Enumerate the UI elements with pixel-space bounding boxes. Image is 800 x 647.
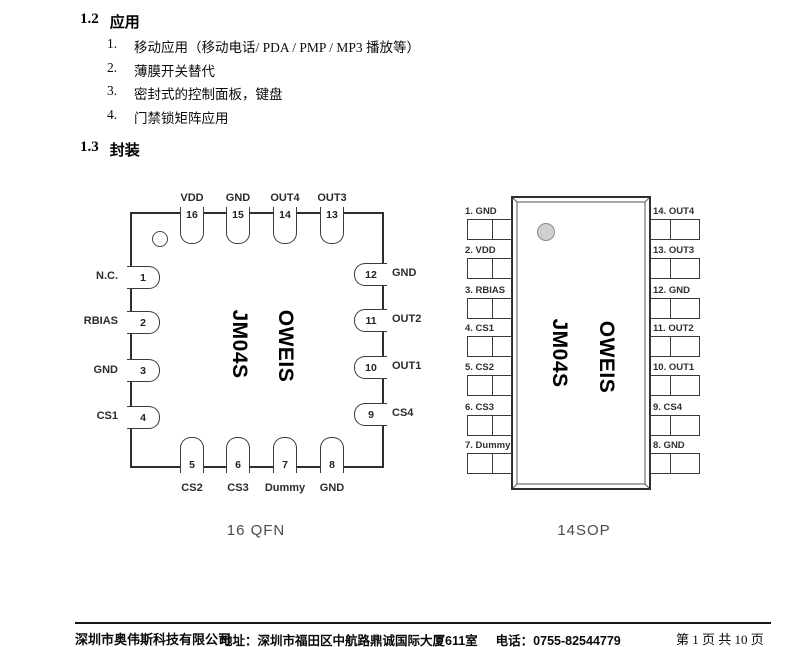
section-heading-package: 1.3 封装 [80,139,140,160]
list-item-text: 门禁锁矩阵应用 [134,110,229,126]
pin-label-out4: OUT4 [270,192,300,204]
list-item-number: 4. [107,106,118,122]
pin-label-cs2: 5. CS2 [465,362,495,373]
pin-label-out3: OUT3 [317,192,347,204]
pin-label-out3: 13. OUT3 [653,245,695,256]
pin-label-gnd: GND [93,364,118,376]
qfn-pin-3: 3 [127,359,160,382]
pin-label-cs3: 6. CS3 [465,402,495,413]
pin-label-out4: 14. OUT4 [653,206,695,217]
qfn-pin-1: 1 [127,266,160,289]
list-item-text: 移动应用（移动电话/ PDA / PMP / MP3 播放等） [134,40,421,55]
pin-label-gnd: GND [225,192,251,204]
list-item: 2. 薄膜开关替代 [107,60,215,80]
pin1-indicator-dot [537,223,555,241]
pin-label-dummy: Dummy [264,482,306,494]
section-number: 1.2 [80,11,99,27]
footer-phone: 电话：0755-82544779 [495,634,621,647]
qfn-pin-14: 14 [273,207,297,244]
qfn-package-diagram: JM04S OWEIS 16 15 14 13 VDD GND OUT4 OUT… [84,192,422,494]
footer-contact: 地址：深圳市福田区中航路鼎诚国际大厦611室 电话：0755-82544779 [220,630,621,647]
qfn-pin-12: 12 [354,263,387,286]
pin-label-dummy: 7. Dummy [465,440,511,451]
pin-label-out1: 10. OUT1 [653,362,695,373]
pin-label-cs4: CS4 [392,407,414,419]
footer-address: 地址：深圳市福田区中航路鼎诚国际大厦611室 [220,634,478,647]
section-number: 1.3 [80,139,99,155]
chip-marking-brand: OWEIS [595,320,618,394]
pin1-indicator-dot [152,231,168,247]
qfn-caption: 16 QFN [226,522,286,539]
sop-pin-3 [467,298,512,319]
footer-page-number: 第 1 页 共 10 页 [676,632,764,647]
sop-pin-10 [650,375,700,396]
sop-pin-4 [467,336,512,357]
list-item: 4. 门禁锁矩阵应用 [107,107,229,127]
list-item-text: 薄膜开关替代 [134,63,215,79]
qfn-pin-4: 4 [127,406,160,429]
pin-label-rbias: 3. RBIAS [465,285,506,296]
pin-label-cs2: CS2 [181,482,203,494]
qfn-pin-16: 16 [180,207,204,244]
footer-divider [75,622,771,624]
list-item: 3. 密封式的控制面板，键盘 [107,83,283,103]
sop-pin-11 [650,336,700,357]
sop-caption: 14SOP [557,522,611,539]
qfn-pin-9: 9 [354,403,387,426]
qfn-pin-10: 10 [354,356,387,379]
pin-label-cs4: 9. CS4 [653,402,683,413]
sop-pin-13 [650,258,700,279]
chip-marking-brand: OWEIS [274,309,297,383]
pin-label-cs3: CS3 [227,482,249,494]
list-item-number: 1. [107,36,118,51]
pin-label-vdd: 2. VDD [465,245,496,256]
pin-label-gnd: 12. GND [653,285,690,296]
chip-marking-part-number: JM04S [548,318,571,388]
qfn-pin-8: 8 [320,437,344,473]
sop-pin-5 [467,375,512,396]
sop-package-diagram: JM04S OWEIS 1. GND 2. VDD 3. RBIAS 4. CS… [465,196,700,490]
pin-label-out2: 11. OUT2 [653,323,694,334]
pin-label-gnd: GND [319,482,345,494]
pin-label-cs1: 4. CS1 [465,323,495,334]
sop-pin-14 [650,219,700,240]
qfn-pin-13: 13 [320,207,344,244]
sop-body-outline [511,196,651,490]
chip-marking-part-number: JM04S [228,309,251,379]
sop-pin-8 [650,453,700,474]
list-item-number: 3. [107,83,118,98]
sop-pin-6 [467,415,512,436]
pin-label-rbias: RBIAS [83,315,118,327]
qfn-pin-6: 6 [226,437,250,473]
qfn-pin-15: 15 [226,207,250,244]
pin-label-gnd: GND [392,267,417,279]
sop-pin-1 [467,219,512,240]
sop-pin-9 [650,415,700,436]
pin-label-cs1: CS1 [96,410,118,422]
pin-label-vdd: VDD [180,192,204,204]
pin-label-out1: OUT1 [392,360,422,372]
section-title: 应用 [109,15,140,31]
pin-label-gnd: 1. GND [465,206,497,217]
section-title: 封装 [109,143,140,159]
footer-company: 深圳市奥伟斯科技有限公司 [75,632,232,647]
section-heading-applications: 1.2 应用 [80,11,140,32]
sop-pin-12 [650,298,700,319]
qfn-pin-2: 2 [127,311,160,334]
list-item-number: 2. [107,59,118,75]
pin-label-out2: OUT2 [392,313,422,325]
pin-label-gnd: 8. GND [653,440,685,451]
list-item: 1. 移动应用（移动电话/ PDA / PMP / MP3 播放等） [107,36,420,56]
qfn-pin-7: 7 [273,437,297,473]
qfn-pin-5: 5 [180,437,204,473]
sop-pin-7 [467,453,512,474]
pin-label-nc: N.C. [96,270,118,282]
list-item-text: 密封式的控制面板，键盘 [134,87,283,102]
qfn-pin-11: 11 [354,309,387,332]
sop-pin-2 [467,258,512,279]
